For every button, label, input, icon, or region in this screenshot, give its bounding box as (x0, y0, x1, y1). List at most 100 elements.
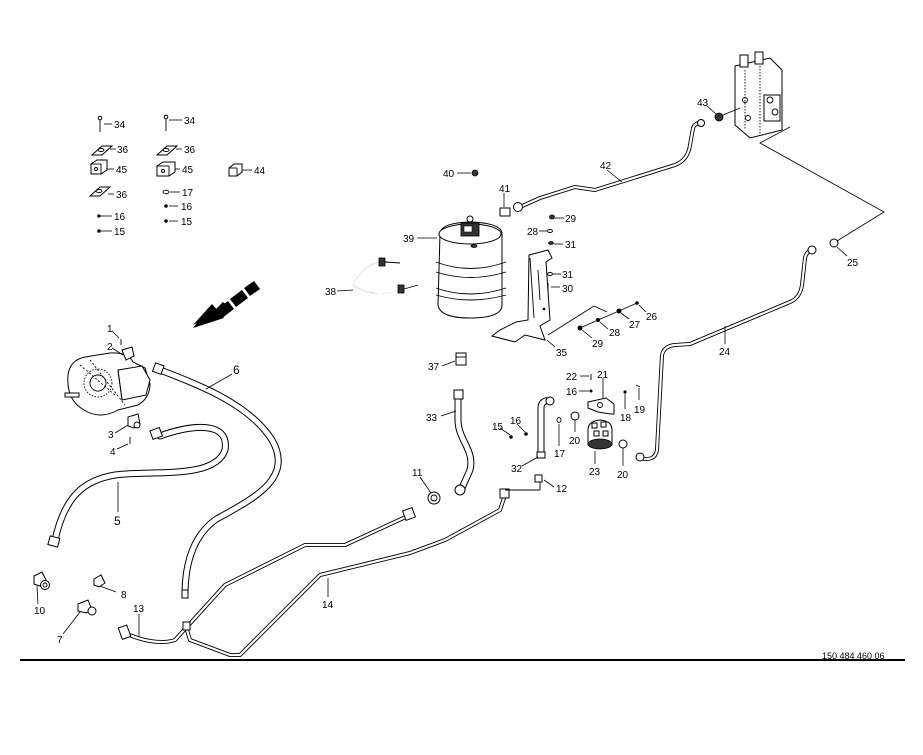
washer-31 (548, 241, 563, 245)
callout-36: 36 (116, 190, 128, 201)
callout-37: 37 (428, 362, 440, 373)
callout-20: 20 (569, 436, 581, 447)
callout-17: 17 (182, 188, 194, 199)
fitting-25 (759, 126, 885, 257)
pipe-14 (182, 488, 510, 657)
callout-13: 13 (133, 604, 145, 615)
fitting-7 (62, 599, 97, 635)
callout-31: 31 (562, 270, 574, 281)
callout-23: 23 (589, 467, 601, 478)
elbow-fitting-3 (114, 413, 141, 434)
nut-29 (549, 214, 564, 220)
clamp-plate-36 (155, 145, 182, 156)
steering-unit-23 (587, 419, 613, 464)
callout-25: 25 (847, 258, 859, 269)
nut-16 (516, 423, 528, 436)
callout-19: 19 (634, 405, 646, 416)
hose-33 (440, 389, 475, 496)
nut-16 (97, 214, 112, 218)
callout-16: 16 (566, 387, 578, 398)
callout-11: 11 (412, 468, 423, 479)
callout-31: 31 (565, 240, 577, 251)
callout-24: 24 (719, 347, 731, 358)
bolt-30 (547, 283, 560, 291)
callout-28: 28 (527, 227, 539, 238)
callout-33: 33 (426, 413, 438, 424)
callout-39: 39 (403, 234, 415, 245)
clamp-block-44 (228, 163, 252, 177)
callout-4: 4 (110, 447, 116, 458)
drawing-number: 150 484 460 06 (822, 651, 885, 661)
callout-3: 3 (108, 430, 114, 441)
callout-2: 2 (107, 342, 113, 353)
screw-4 (116, 437, 131, 450)
washer-17 (556, 417, 562, 446)
adapter-41 (499, 193, 511, 217)
callout-41: 41 (499, 184, 511, 195)
callout-15: 15 (114, 227, 126, 238)
hose-42 (513, 119, 705, 212)
hose-5 (47, 423, 229, 548)
elbow-fitting-2 (111, 346, 135, 361)
callout-35: 35 (556, 348, 568, 359)
clamp-plate-36 (90, 145, 116, 156)
callout-45: 45 (182, 165, 194, 176)
callout-6: 6 (233, 363, 240, 377)
callout-27: 27 (629, 320, 641, 331)
control-valve-block (734, 51, 783, 139)
callout-1: 1 (107, 324, 113, 335)
tank-bracket-35 (490, 249, 556, 348)
bracket-21 (587, 378, 615, 415)
clamp-plate-36 (88, 186, 114, 197)
nut-40 (457, 169, 479, 177)
callout-14: 14 (322, 600, 334, 611)
clamp-block-45 (156, 161, 180, 177)
washer-17 (162, 189, 180, 195)
callout-43: 43 (697, 98, 709, 109)
screw-22 (580, 374, 592, 380)
fastener-legend: 34 34 36 36 45 (88, 114, 266, 238)
pipe-24 (635, 245, 817, 462)
fitting-10 (33, 571, 50, 605)
callout-21: 21 (597, 370, 609, 381)
tank-strap-38 (336, 257, 419, 294)
callout-42: 42 (600, 161, 612, 172)
callout-28: 28 (609, 328, 621, 339)
callout-34: 34 (184, 116, 196, 127)
fitting-11 (419, 476, 441, 505)
washer-31 (547, 272, 561, 276)
callout-12: 12 (556, 484, 568, 495)
callout-15: 15 (181, 217, 193, 228)
washer-28 (539, 229, 553, 233)
clamp-block-45 (90, 159, 114, 175)
callout-16: 16 (510, 416, 522, 427)
nut-18 (623, 390, 627, 409)
callout-32: 32 (511, 464, 523, 475)
callout-5: 5 (114, 514, 121, 528)
fitting-43 (706, 105, 741, 122)
callout-20: 20 (617, 470, 629, 481)
callout-16: 16 (114, 212, 126, 223)
fastener-chain-26-29 (547, 301, 647, 339)
oil-tank-39 (417, 215, 507, 319)
nut-15 (164, 219, 178, 223)
hose-32 (521, 396, 555, 467)
fitting-12 (505, 474, 555, 491)
screw-19 (635, 384, 641, 400)
pipe-13 (117, 506, 417, 644)
callout-10: 10 (34, 606, 46, 617)
callout-16: 16 (181, 202, 193, 213)
callout-40: 40 (443, 169, 455, 180)
callout-8: 8 (121, 590, 127, 601)
nut-16 (579, 389, 593, 393)
callout-44: 44 (254, 166, 266, 177)
screw-1 (111, 330, 122, 345)
callout-45: 45 (116, 165, 128, 176)
hose-6 (151, 362, 282, 599)
callout-7: 7 (57, 635, 63, 646)
bolt-34-short (97, 115, 112, 132)
nut-15 (499, 427, 513, 439)
bolt-34-long (163, 114, 182, 131)
callout-22: 22 (566, 372, 578, 383)
